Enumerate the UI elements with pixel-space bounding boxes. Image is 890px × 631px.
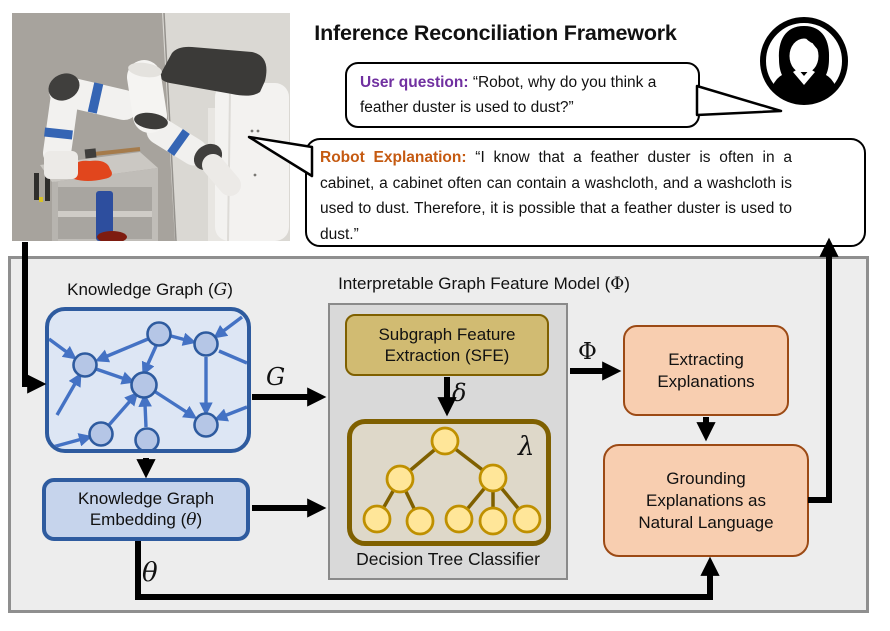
robot-explanation-label: Robot Explanation: (320, 149, 467, 166)
grounding-explanations-box: Grounding Explanations as Natural Langua… (603, 444, 809, 557)
figure-title: Inference Reconciliation Framework (314, 21, 677, 45)
photo-hammer (84, 147, 141, 159)
photo-red-disc (97, 231, 127, 241)
robot-torso-seam (227, 90, 231, 241)
user-avatar-icon (760, 17, 848, 105)
decision-tree-box: λ (347, 419, 551, 546)
igfm-title: Interpretable Graph Feature Model (Φ) (338, 274, 630, 294)
robot-head (160, 46, 267, 96)
sfe-label: Subgraph Feature Extraction (SFE) (378, 325, 516, 365)
decision-tree-graphic: λ (362, 426, 542, 536)
knowledge-graph-box (45, 307, 251, 453)
lambda-label: λ (517, 432, 534, 462)
knowledge-graph-title: Knowledge Graph (G) (67, 280, 233, 300)
robot-torso-dot (250, 129, 254, 133)
robot-torso-dot (256, 129, 260, 133)
robot-explanation-bubble: Robot Explanation: “I know that a feathe… (305, 138, 866, 247)
photo-tools (34, 170, 50, 202)
edge-label-g: G (266, 363, 286, 391)
robot-explanation-text: “I know that a feather duster is often i… (320, 149, 792, 243)
kge-line1: Knowledge Graph (77, 489, 215, 508)
grounding-label: Grounding Explanations as Natural Langua… (638, 468, 774, 532)
kge-line2: Embedding (θ) (89, 510, 203, 530)
robot-photo (12, 13, 290, 241)
robot-torso (215, 83, 289, 241)
robot-torso-dot (253, 173, 257, 177)
extracting-label: Extracting Explanations (657, 349, 755, 391)
knowledge-graph-network-graphic (49, 315, 247, 449)
robot-arm (43, 60, 241, 196)
extracting-explanations-box: Extracting Explanations (623, 325, 789, 416)
photo-orange-cloth (68, 160, 112, 181)
user-question-label: User question: (360, 74, 469, 91)
edge-label-delta: δ (452, 379, 467, 407)
photo-blue-cylinder (96, 191, 113, 241)
subgraph-feature-extraction-box: Subgraph Feature Extraction (SFE) (345, 314, 549, 376)
edge-label-theta: θ (142, 558, 158, 588)
user-question-text: “Robot, why do you think a feather duste… (360, 74, 657, 116)
knowledge-graph-embedding-box: Knowledge Graph Embedding (θ) (42, 478, 250, 541)
decision-tree-caption: Decision Tree Classifier (356, 549, 540, 569)
user-question-bubble: User question: “Robot, why do you think … (345, 62, 700, 128)
edge-label-phi: Φ (578, 339, 597, 365)
